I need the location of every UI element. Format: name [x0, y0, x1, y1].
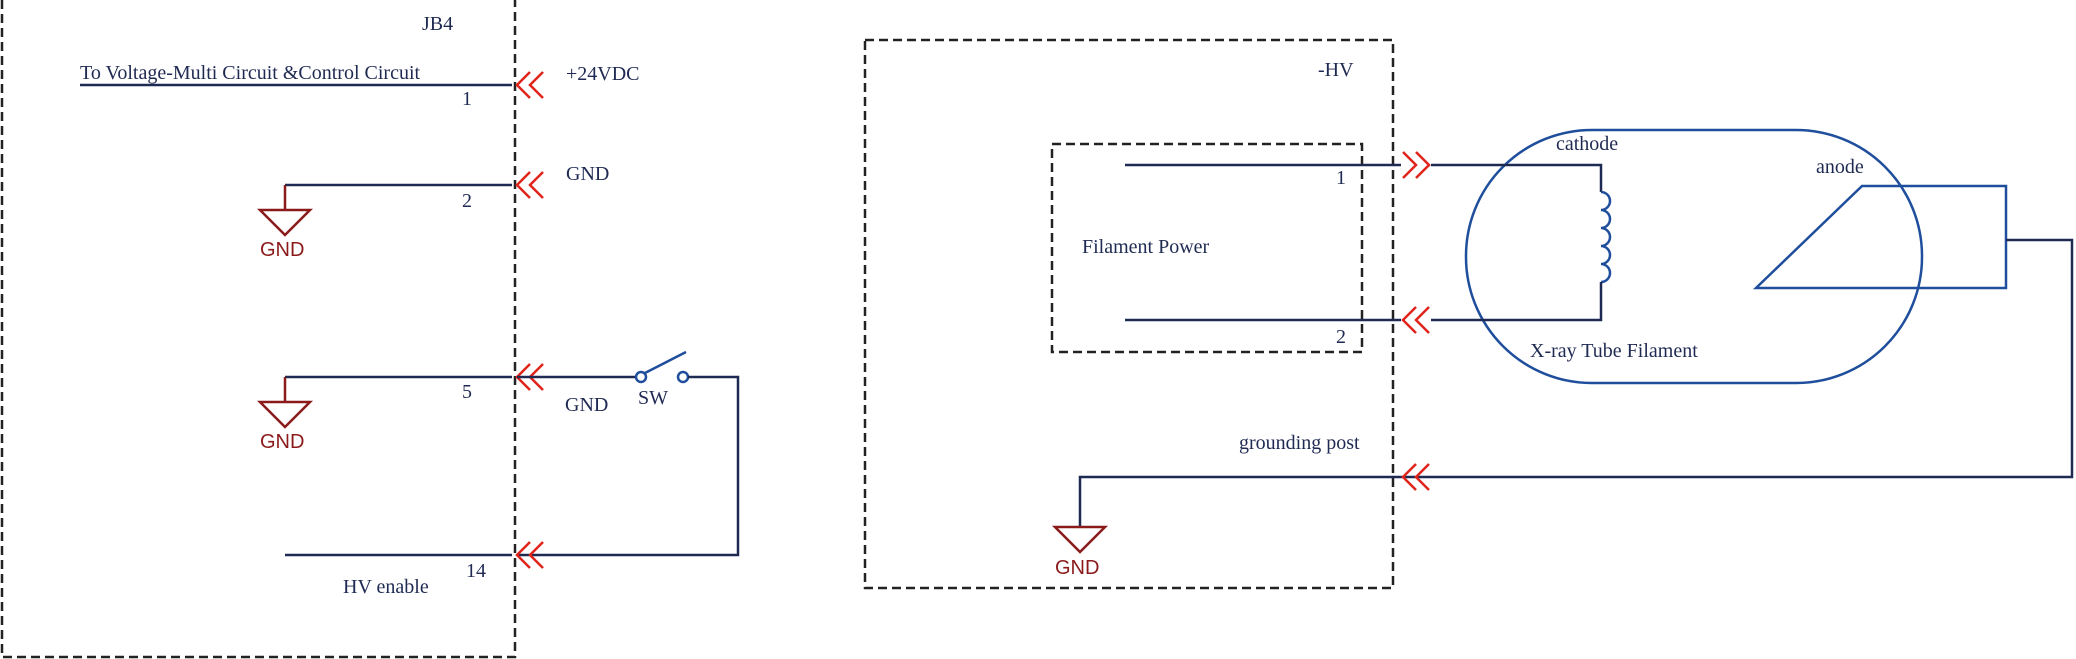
ground-symbol-1: [256, 208, 314, 237]
ground-symbol-2: [256, 400, 314, 429]
cathode-lower-lead: [1431, 282, 1603, 322]
cathode-upper-lead: [1431, 163, 1603, 192]
ground-label-3: GND: [1055, 557, 1099, 579]
pin-14-number: 14: [466, 560, 486, 582]
anode-target: [1752, 184, 2008, 290]
filament-power-box: [1050, 142, 1364, 354]
cathode-label: cathode: [1556, 133, 1618, 155]
pin-2-connector-symbol: [515, 171, 544, 199]
grounding-post-connector-symbol: [1401, 463, 1430, 491]
switch-contact-left: [634, 370, 648, 384]
grounding-post-wire: [1078, 475, 1431, 527]
grounding-post-label: grounding post: [1239, 432, 1360, 454]
switch-label: SW: [638, 387, 668, 409]
hv-block: -HV Filament Power 1 2 grounding post GN…: [863, 38, 1431, 590]
switch-contact-right: [676, 370, 690, 384]
pin-2-signal: GND: [566, 163, 609, 185]
tube-name-label: X-ray Tube Filament: [1530, 340, 1698, 362]
pin-5-signal: GND: [565, 394, 608, 416]
anode-ground-return: [1431, 238, 2074, 479]
filament-power-label: Filament Power: [1082, 236, 1210, 258]
ground-label-1: GND: [260, 239, 304, 261]
hv-title: -HV: [1318, 59, 1354, 81]
jb4-destination-label: To Voltage-Multi Circuit &Control Circui…: [80, 62, 421, 84]
pin-1-signal: +24VDC: [566, 63, 640, 85]
filament-pin-2-connector-symbol: [1401, 306, 1430, 334]
filament-pin-1-number: 1: [1336, 167, 1346, 189]
pin-5-number: 5: [462, 381, 472, 403]
ground-symbol-3: [1051, 525, 1109, 554]
pin-1-connector-symbol: [515, 71, 544, 99]
hv-dashed-boundary: [863, 38, 1395, 590]
jb4-title: JB4: [422, 13, 453, 35]
jb4-dashed-boundary: [0, 0, 517, 659]
ground-label-2: GND: [260, 431, 304, 453]
jb4-block: JB4 To Voltage-Multi Circuit &Control Ci…: [0, 0, 740, 659]
switch-blade: [644, 350, 687, 375]
filament-pin-2-number: 2: [1336, 326, 1346, 348]
filament-pin-1-connector-symbol: [1402, 151, 1431, 179]
pin-2-number: 2: [462, 190, 472, 212]
filament-coil: [1600, 190, 1612, 284]
pin-1-number: 1: [462, 88, 472, 110]
tube-envelope: [1464, 128, 1924, 385]
anode-label: anode: [1816, 156, 1864, 178]
switch-return-wire: [517, 375, 740, 557]
pin-14-signal: HV enable: [343, 576, 429, 598]
pin-14-connector-symbol: [515, 541, 544, 569]
x-ray-tube: cathode anode X-ray Tube Filament: [1431, 128, 2074, 479]
